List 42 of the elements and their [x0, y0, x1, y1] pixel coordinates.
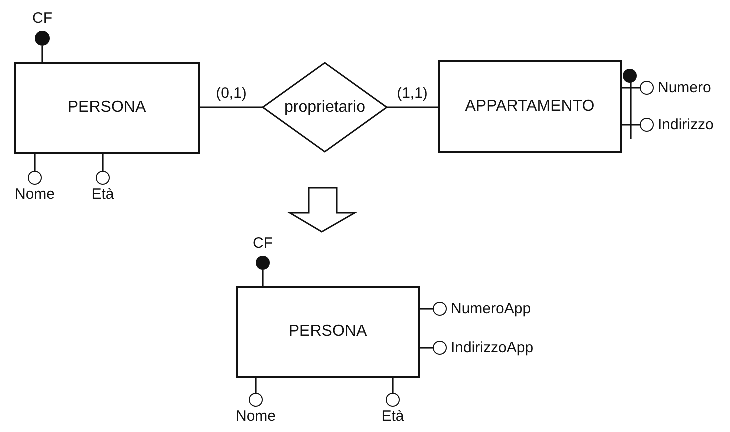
attribute-name: CF [32, 10, 52, 27]
key-attribute-dot [256, 256, 270, 270]
attribute-name: Indirizzo [658, 116, 714, 134]
entity-box [438, 60, 622, 153]
attribute-circle [249, 393, 263, 407]
attribute-name: Età [92, 186, 114, 203]
attribute-name: Età [382, 408, 404, 425]
connector-line [262, 270, 264, 286]
relationship-name: proprietario [284, 98, 366, 116]
entity-box [236, 286, 420, 378]
attribute-name: IndirizzoApp [451, 340, 534, 356]
cardinality-label: (1,1) [396, 84, 429, 102]
connector-line [200, 106, 263, 108]
attribute-name: NumeroApp [451, 300, 532, 318]
attribute-circle [640, 118, 654, 132]
entity-name: PERSONA [68, 99, 146, 117]
connector-line [34, 154, 36, 171]
connector-line [622, 124, 640, 126]
attribute-name: Numero [658, 80, 712, 96]
connector-line [102, 154, 104, 171]
attribute-circle [433, 341, 447, 355]
attribute-circle [386, 393, 400, 407]
attribute-name: Nome [236, 408, 276, 425]
attribute-circle [28, 171, 42, 185]
entity-box [14, 62, 200, 154]
connector-line [420, 308, 433, 310]
connector-line [387, 106, 438, 108]
key-attribute-dot [35, 31, 50, 46]
attribute-circle [96, 171, 110, 185]
attribute-circle [640, 81, 654, 95]
relationship-diamond [263, 63, 387, 152]
attribute-name: Nome [15, 186, 55, 203]
connector-line [42, 46, 44, 62]
connector-line [420, 347, 433, 349]
attribute-circle [433, 302, 447, 316]
entity-name: PERSONA [288, 323, 368, 341]
connector-line [622, 87, 640, 89]
entity-name: APPARTAMENTO [465, 98, 595, 116]
connector-line [255, 378, 257, 393]
cardinality-label: (0,1) [215, 84, 248, 102]
connector-line [392, 378, 394, 393]
attribute-name: CF [253, 235, 273, 252]
